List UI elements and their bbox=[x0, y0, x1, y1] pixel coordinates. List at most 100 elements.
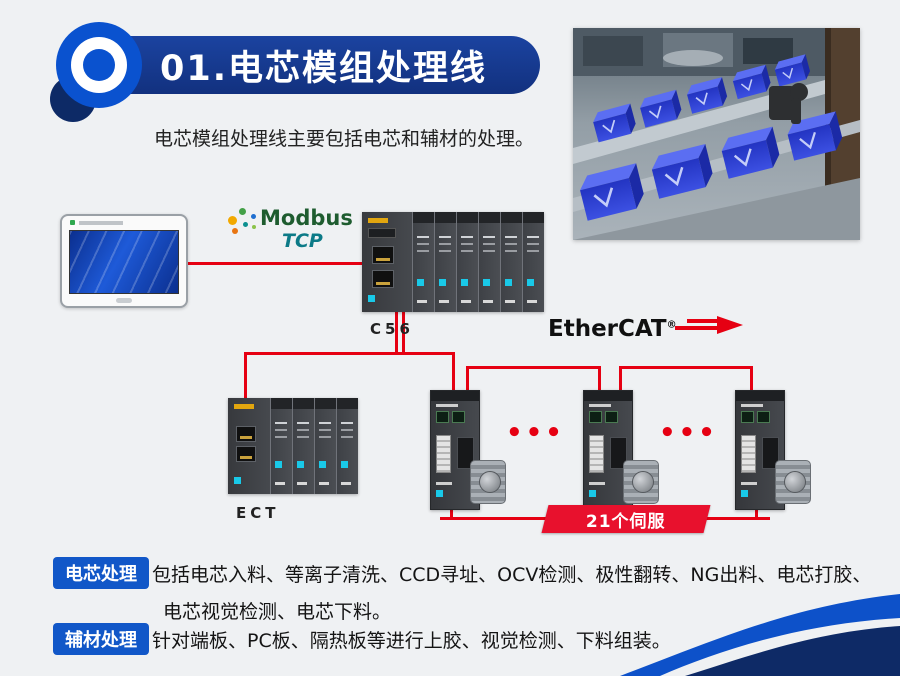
servo-drive-1 bbox=[430, 390, 480, 510]
bullseye-logo-icon bbox=[56, 22, 142, 108]
header-banner: 01.电芯模组处理线 bbox=[98, 36, 540, 94]
page-title: 01.电芯模组处理线 bbox=[160, 48, 488, 89]
io-module bbox=[522, 212, 544, 312]
servo-count-banner: 21个伺服 bbox=[541, 505, 711, 533]
robot-arm bbox=[769, 83, 808, 124]
servo-bracket-left bbox=[450, 508, 453, 520]
servo-ports bbox=[589, 411, 618, 423]
status-led bbox=[741, 490, 748, 497]
ethercat-bracket2-top bbox=[619, 366, 753, 369]
servo-io-slot bbox=[457, 437, 474, 469]
io-module bbox=[456, 212, 478, 312]
ect-stack bbox=[228, 398, 358, 494]
bus-line-plc-drop-2 bbox=[402, 312, 405, 354]
ethercat-label: EtherCAT® bbox=[548, 316, 677, 342]
badge-cell-processing: 电芯处理 bbox=[53, 557, 149, 589]
servo-connector bbox=[741, 435, 756, 473]
hmi-screen bbox=[69, 230, 179, 294]
modbus-tcp-logo: Modbus TCP bbox=[228, 206, 358, 258]
ethercat-bracket1-top bbox=[466, 366, 601, 369]
hmi-touch-panel bbox=[60, 214, 188, 308]
servo-ports bbox=[741, 411, 770, 423]
io-module bbox=[336, 398, 358, 494]
ethernet-port bbox=[605, 411, 618, 423]
ethercat-bracket1-left bbox=[466, 366, 469, 390]
brand-tag bbox=[234, 404, 254, 409]
ethercat-bracket1-right bbox=[598, 366, 601, 390]
factory-photo bbox=[573, 28, 860, 240]
ellipsis-servos: ••• bbox=[659, 418, 718, 448]
bus-line-to-servo1 bbox=[452, 352, 455, 390]
cell-processing-text-line1: 包括电芯入料、等离子清洗、CCD寻址、OCV检测、极性翻转、NG出料、电芯打胶、 bbox=[152, 564, 872, 586]
ethernet-port bbox=[236, 426, 256, 442]
io-module bbox=[412, 212, 434, 312]
servo-top-band bbox=[431, 391, 479, 401]
hmi-brand-text-placeholder bbox=[79, 221, 123, 225]
plc-stack-c56 bbox=[362, 212, 544, 312]
ethernet-port bbox=[757, 411, 770, 423]
plc-cpu-module bbox=[362, 212, 412, 312]
ethernet-port bbox=[436, 411, 449, 423]
modbus-starburst-icon bbox=[228, 208, 258, 236]
ethernet-port bbox=[372, 246, 394, 264]
servo-label-bar bbox=[741, 482, 757, 485]
bus-line-plc-drop-1 bbox=[395, 312, 398, 354]
bus-line-hmi-to-plc bbox=[184, 262, 362, 265]
corner-wave-decoration bbox=[620, 594, 900, 676]
status-led bbox=[589, 490, 596, 497]
servo-label-bar bbox=[589, 482, 605, 485]
servo-label-bar bbox=[436, 482, 452, 485]
servo-top-band bbox=[584, 391, 632, 401]
io-module bbox=[314, 398, 336, 494]
io-module bbox=[292, 398, 314, 494]
servo-connector bbox=[436, 435, 451, 473]
ethercat-logo: EtherCAT® bbox=[548, 316, 745, 342]
status-led bbox=[234, 477, 241, 484]
plc-label: C56 bbox=[370, 320, 414, 338]
bus-line-main-horizontal bbox=[244, 352, 455, 355]
auxiliary-processing-text: 针对端板、PC板、隔热板等进行上胶、视觉检测、下料组装。 bbox=[152, 630, 671, 652]
badge-auxiliary-processing: 辅材处理 bbox=[53, 623, 149, 655]
servo-brand-placeholder bbox=[436, 404, 458, 407]
ect-label: ECT bbox=[236, 504, 280, 522]
io-module bbox=[434, 212, 456, 312]
ethercat-bracket2-right bbox=[750, 366, 753, 390]
machinery-background bbox=[573, 28, 860, 240]
io-module bbox=[478, 212, 500, 312]
status-led bbox=[368, 295, 375, 302]
servo-connector bbox=[589, 435, 604, 473]
ect-coupler-module bbox=[228, 398, 270, 494]
ethernet-port bbox=[589, 411, 602, 423]
ethercat-bracket2-left bbox=[619, 366, 622, 390]
servo-io-slot bbox=[610, 437, 627, 469]
ethernet-port bbox=[372, 270, 394, 288]
servo-bracket-right bbox=[755, 508, 758, 520]
tcp-label: TCP bbox=[282, 230, 323, 252]
servo-motor-1 bbox=[470, 460, 506, 504]
modbus-label: Modbus bbox=[260, 206, 353, 230]
logo-center-dot bbox=[83, 49, 115, 81]
cell-processing-text-line2: 电芯视觉检测、电芯下料。 bbox=[163, 601, 392, 623]
servo-count-label: 21个伺服 bbox=[586, 511, 666, 532]
io-module bbox=[270, 398, 292, 494]
servo-brand-placeholder bbox=[741, 404, 763, 407]
hmi-home-button bbox=[116, 298, 132, 303]
ethernet-port bbox=[741, 411, 754, 423]
servo-motor-2 bbox=[623, 460, 659, 504]
intro-text: 电芯模组处理线主要包括电芯和辅材的处理。 bbox=[154, 128, 535, 150]
servo-io-slot bbox=[762, 437, 779, 469]
hmi-brand-logo-icon bbox=[70, 220, 75, 225]
ethernet-port bbox=[236, 446, 256, 462]
servo-top-band bbox=[736, 391, 784, 401]
cpu-display bbox=[368, 228, 396, 238]
ellipsis-servos: ••• bbox=[506, 418, 565, 448]
brand-tag bbox=[368, 218, 388, 223]
conveyor-rails bbox=[573, 80, 860, 240]
ethercat-arrow-icon bbox=[674, 316, 743, 334]
bus-line-to-ect bbox=[244, 352, 247, 398]
io-module bbox=[500, 212, 522, 312]
servo-ports bbox=[436, 411, 465, 423]
ethernet-port bbox=[452, 411, 465, 423]
status-led bbox=[436, 490, 443, 497]
